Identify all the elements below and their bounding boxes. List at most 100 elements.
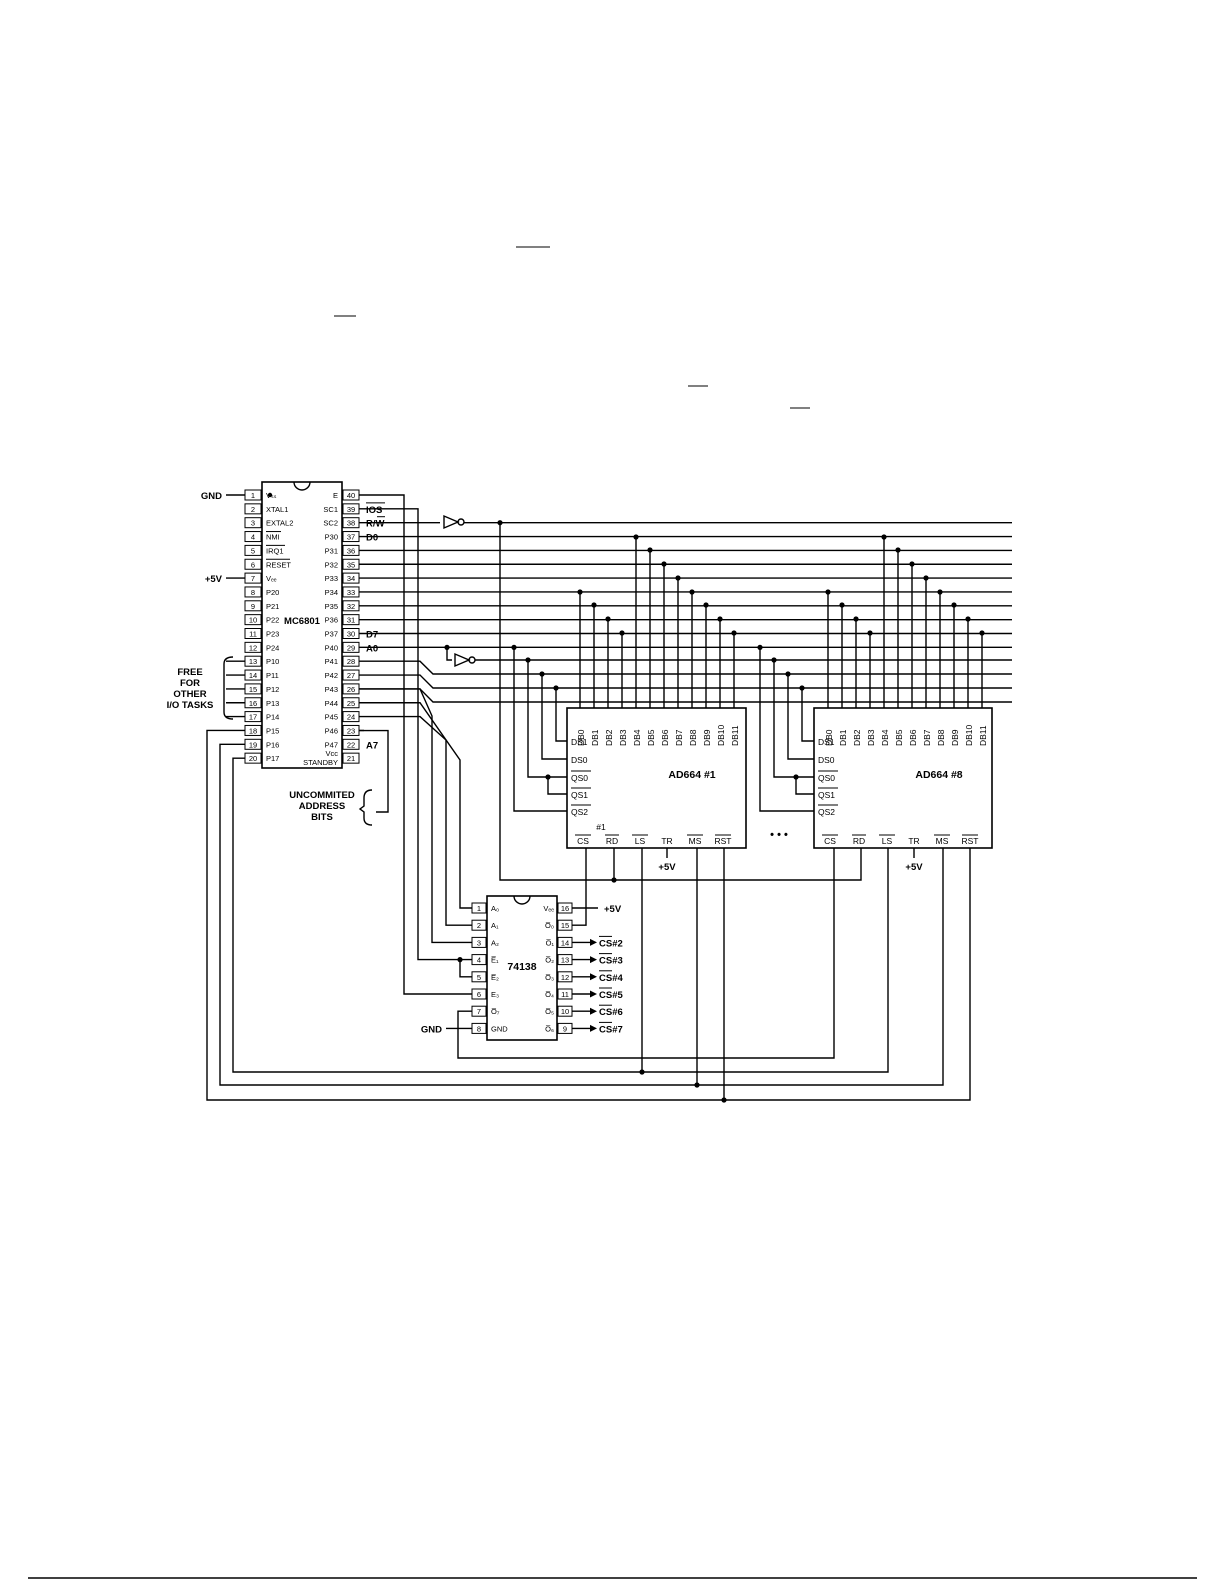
ad664-name: AD664 #8 <box>915 769 962 781</box>
pin-box <box>342 531 360 543</box>
pin-number: 8 <box>251 588 255 597</box>
pin-label: GND <box>491 1024 508 1033</box>
pin-number: 27 <box>347 671 355 680</box>
arrow-head <box>590 1024 597 1032</box>
pin-label: P41 <box>325 657 338 666</box>
pin-number: 10 <box>249 616 257 625</box>
pin-label: P14 <box>266 713 279 722</box>
pin-box <box>244 544 262 556</box>
junction-dot <box>721 1097 727 1103</box>
wire <box>459 959 472 978</box>
pin-box <box>342 683 360 695</box>
pin-label: P21 <box>266 602 279 611</box>
pin-number: 8 <box>477 1024 481 1033</box>
wire <box>541 674 567 760</box>
db-pin-label: DB1 <box>838 729 848 746</box>
wire <box>513 647 567 812</box>
pin-number: 23 <box>347 726 355 735</box>
tr-plus5v: +5V <box>658 862 676 873</box>
cs-output-label: CS#3 <box>599 956 623 967</box>
db-pin-label: DB0 <box>824 729 834 746</box>
pin-number: 31 <box>347 616 355 625</box>
pin-box <box>557 936 573 948</box>
pin-label: A₁ <box>491 921 499 930</box>
pin-label: SC1 <box>323 505 338 514</box>
pin-box <box>342 711 360 723</box>
junction-dot <box>881 534 887 540</box>
ad664-body <box>566 707 747 849</box>
free-io-label: FOR <box>180 678 200 689</box>
free-io-label: OTHER <box>173 689 206 700</box>
pin-label: P10 <box>266 657 279 666</box>
db-pin-label: DB7 <box>922 729 932 746</box>
bottom-pin-label: RST <box>715 836 732 846</box>
wire <box>359 494 472 995</box>
wire <box>219 743 944 1086</box>
pin-label: O̅₁ <box>546 938 555 947</box>
pin-box <box>244 669 262 681</box>
pin-box <box>557 954 573 966</box>
pin-number: 25 <box>347 699 355 708</box>
junction-dot <box>675 575 681 581</box>
db-pin-label: DB8 <box>936 729 946 746</box>
pin-label: Vcc <box>325 749 338 758</box>
pin-label: P44 <box>325 699 338 708</box>
pin-label: A₂ <box>491 938 499 947</box>
arrow-head <box>590 973 597 981</box>
junction-dot <box>937 589 943 595</box>
uncommitted-label: BITS <box>311 812 333 823</box>
a0-label: A0 <box>366 643 378 654</box>
wire <box>359 660 1012 675</box>
pin-box <box>244 558 262 570</box>
db-pin-label: DB6 <box>660 729 670 746</box>
wire <box>206 729 971 1101</box>
pin-label: P42 <box>325 671 338 680</box>
pin-box <box>244 628 262 639</box>
pin-box <box>342 572 360 584</box>
junction-dot <box>825 589 831 595</box>
pin-label: P33 <box>325 574 338 583</box>
pin-box <box>342 558 360 570</box>
db-pin-label: DB9 <box>950 729 960 746</box>
pin-label: RESET <box>266 560 291 569</box>
pin-box <box>244 531 262 543</box>
junction-dot <box>619 630 625 636</box>
junction-dot <box>633 534 639 540</box>
db-pin-label: DB0 <box>576 729 586 746</box>
wire <box>499 522 862 881</box>
mc6801-chip: MC68011Vₛₛ2XTAL13EXTAL24NMI5IRQ16RESET7V… <box>201 481 385 769</box>
uncommitted-label: UNCOMMITED <box>289 790 355 801</box>
free-io-bracket <box>223 656 234 720</box>
wire <box>359 688 1012 703</box>
d0-label: D0 <box>366 533 378 544</box>
pin-label: E₃ <box>491 990 499 999</box>
pin-box <box>244 572 262 584</box>
pin-box <box>471 988 487 1000</box>
pin-box <box>244 724 262 736</box>
junction-dot <box>895 547 901 553</box>
pin1-marker <box>267 492 273 498</box>
pin-label: P31 <box>325 546 338 555</box>
pin-number: 39 <box>347 505 355 514</box>
pin-box <box>342 697 360 709</box>
pin-number: 38 <box>347 519 355 528</box>
db-pin-label: DB11 <box>978 725 988 746</box>
pin-label: STANDBY <box>303 758 338 767</box>
pin-label: P16 <box>266 740 279 749</box>
pin-label: P36 <box>325 616 338 625</box>
wire <box>232 757 889 1073</box>
wiring <box>206 494 1012 1103</box>
cs-output-label: CS#7 <box>599 1024 623 1035</box>
junction-dot <box>661 561 667 567</box>
plus5v-label: +5V <box>205 574 223 585</box>
cs-output-label: CS#6 <box>599 1007 623 1018</box>
pin-number: 1 <box>251 491 255 500</box>
bottom-pin-label: MS <box>936 836 949 846</box>
pin-box <box>557 988 573 1000</box>
pin-number: 11 <box>561 990 569 999</box>
db-pin-label: DB2 <box>604 729 614 746</box>
pin-box <box>244 711 262 723</box>
pin-label: P17 <box>266 754 279 763</box>
